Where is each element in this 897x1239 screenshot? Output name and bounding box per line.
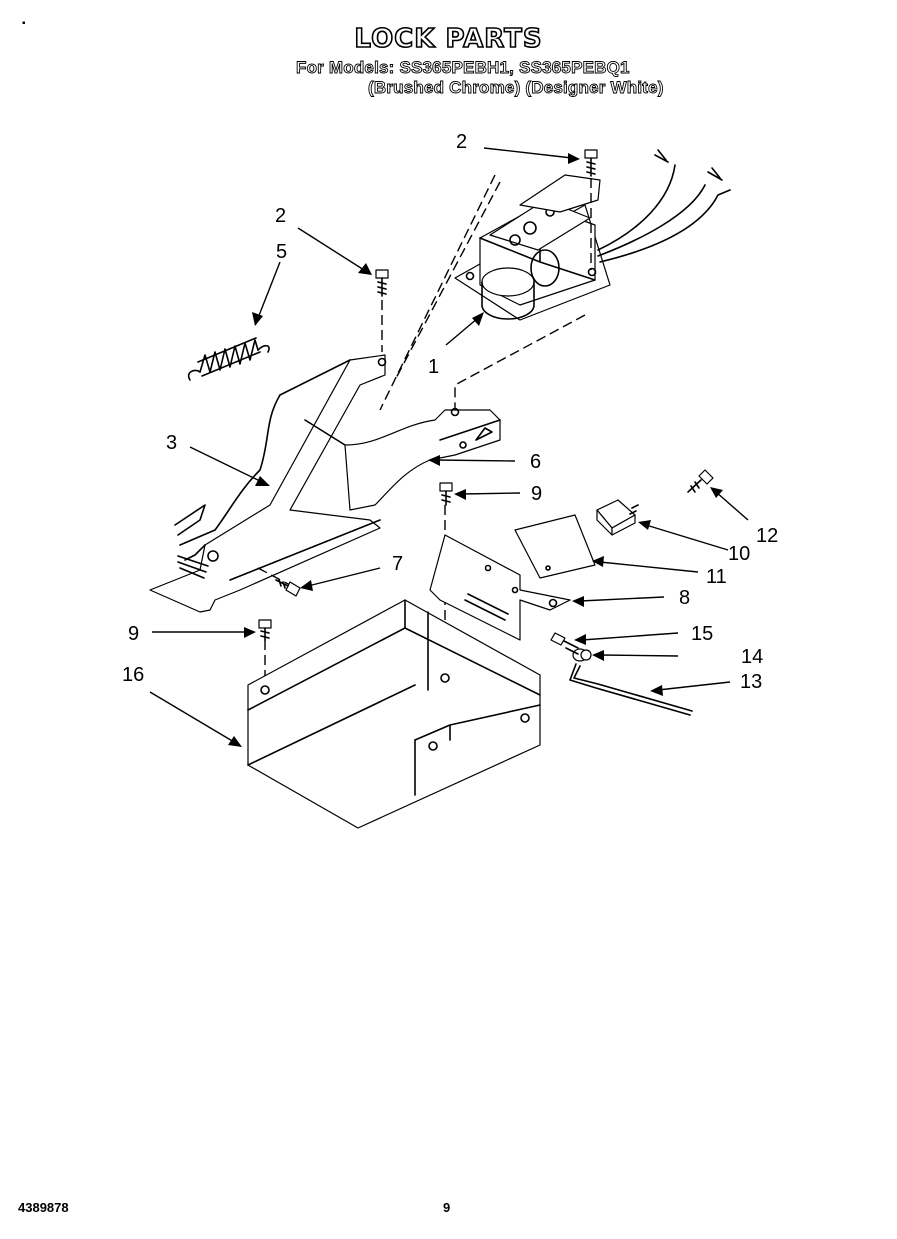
spring-part <box>187 337 270 381</box>
colors-line: (Brushed Chrome) (Designer White) <box>368 78 664 98</box>
screw-15 <box>550 632 579 649</box>
switch-bracket-part <box>429 534 571 641</box>
lock-rod-13 <box>569 663 693 716</box>
callout-leaders <box>149 147 749 747</box>
mounting-bracket-part <box>304 407 501 511</box>
callout-12: 12 <box>756 525 778 547</box>
callout-5: 5 <box>276 241 287 263</box>
lock-motor-assembly-part <box>454 149 731 321</box>
callout-11: 11 <box>706 566 727 588</box>
callout-9-upper: 9 <box>531 483 542 505</box>
callout-13: 13 <box>740 671 762 693</box>
guide-lines <box>257 174 592 685</box>
callout-3: 3 <box>166 432 177 454</box>
switch-part <box>596 499 639 536</box>
screw-9-upper <box>439 482 453 506</box>
callout-7: 7 <box>392 553 403 575</box>
page-title: LOCK PARTS <box>354 23 543 55</box>
callout-15: 15 <box>691 623 713 645</box>
screw-9-lower <box>258 619 272 641</box>
cover-box-part <box>247 599 541 829</box>
screw-12 <box>687 469 714 493</box>
callout-8: 8 <box>679 587 690 609</box>
bushing-14 <box>565 647 592 662</box>
callout-2-upper: 2 <box>456 131 467 153</box>
callout-10: 10 <box>728 543 750 565</box>
document-number: 4389878 <box>18 1200 69 1215</box>
screw-7 <box>275 579 301 597</box>
callout-labels: 2 2 5 1 3 6 9 12 10 11 7 8 9 15 14 16 13 <box>122 131 778 693</box>
page-speck: ▪ <box>22 18 26 29</box>
callout-2-left: 2 <box>275 205 286 227</box>
insulator-part <box>514 514 596 579</box>
callout-1: 1 <box>428 356 439 378</box>
lock-lever-part <box>149 354 387 613</box>
callout-9-lower: 9 <box>128 623 139 645</box>
screw-2-upper <box>584 149 598 177</box>
callout-14: 14 <box>741 646 763 668</box>
callout-16: 16 <box>122 664 144 686</box>
page-number: 9 <box>443 1200 451 1215</box>
models-line: For Models: SS365PEBH1, SS365PEBQ1 <box>296 58 630 78</box>
callout-6: 6 <box>530 451 541 473</box>
screw-2-left <box>375 269 389 297</box>
